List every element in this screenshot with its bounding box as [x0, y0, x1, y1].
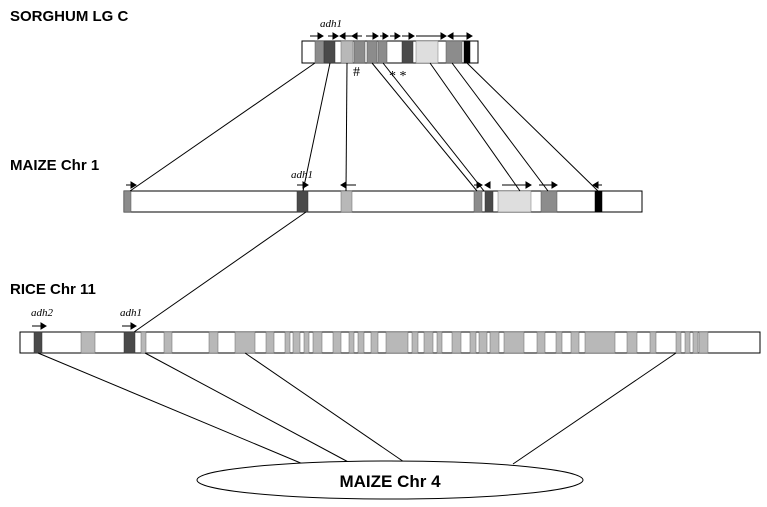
rice-block: [208, 331, 219, 354]
rice-block: [692, 331, 699, 354]
sorghum-chromosome: [301, 40, 479, 64]
sorghum-block: [366, 40, 378, 64]
rice-block: [80, 331, 96, 354]
rice-block: [469, 331, 477, 354]
rice-block: [423, 331, 434, 354]
sorghum-block: [401, 40, 414, 64]
rice-block: [555, 331, 563, 354]
rice-block: [536, 331, 546, 354]
rice-block: [312, 331, 323, 354]
maize-chr4-ellipse: [196, 460, 584, 500]
rice-block: [348, 331, 355, 354]
sorghum-block: [445, 40, 463, 64]
sorghum-block: [314, 40, 325, 64]
maize-chr1-adh1-block: [296, 190, 309, 213]
maize-chr1-chromosome: [123, 190, 643, 213]
sorghum-orientation-arrows: [310, 32, 473, 40]
maize-chr1-chromosome-body: [123, 190, 643, 213]
rice-adh2-block: [33, 331, 43, 354]
rice-block: [584, 331, 616, 354]
rice-block: [675, 331, 682, 354]
rice-maize4-connectors: [37, 352, 677, 465]
sorghum-adh1-gene-label: adh1: [320, 18, 342, 30]
rice-adh2-gene-label: adh2: [31, 307, 54, 319]
maize-rice-adh1-connector: [133, 211, 307, 333]
maize-chr1-block: [473, 190, 483, 213]
sorghum-block: [463, 40, 471, 64]
rice-chr11-label: RICE Chr 11: [10, 281, 96, 298]
rice-block: [698, 331, 709, 354]
maize-chr1-block: [594, 190, 603, 213]
rice-adh1-block: [123, 331, 136, 354]
rice-block: [436, 331, 443, 354]
rice-block: [370, 331, 379, 354]
rice-block: [503, 331, 525, 354]
maize-chr1-block: [497, 190, 532, 213]
sorghum-adh1-block: [323, 40, 336, 64]
rice-block: [411, 331, 419, 354]
asterisk-markers: * *: [389, 69, 407, 84]
rice-block: [357, 331, 365, 354]
rice-adh1-gene-label: adh1: [120, 307, 142, 319]
maize-chr1-label: MAIZE Chr 1: [10, 157, 99, 174]
rice-block: [292, 331, 301, 354]
rice-block: [234, 331, 256, 354]
sorghum-maize-connectors: [129, 62, 599, 192]
maize-chr4-label: MAIZE Chr 4: [339, 472, 441, 491]
maize-chr1-block: [484, 190, 494, 213]
rice-block: [163, 331, 173, 354]
rice-block: [332, 331, 342, 354]
maize-chr1-adh1-gene-label: adh1: [291, 169, 313, 181]
rice-block: [478, 331, 488, 354]
rice-block: [570, 331, 580, 354]
rice-block: [489, 331, 500, 354]
rice-block: [284, 331, 291, 354]
sorghum-block: [415, 40, 439, 64]
maize-chr1-block: [123, 190, 132, 213]
rice-chr11-chromosome: [19, 331, 761, 354]
sorghum-block: [340, 40, 354, 64]
sorghum-label: SORGHUM LG C: [10, 8, 128, 25]
rice-orientation-arrows: [32, 322, 137, 330]
rice-block: [451, 331, 462, 354]
maize-chr1-orientation-arrows: [126, 181, 602, 189]
maize-chr1-block: [340, 190, 353, 213]
rice-block: [684, 331, 691, 354]
rice-block: [649, 331, 657, 354]
rice-block: [385, 331, 409, 354]
rice-block: [140, 331, 147, 354]
sorghum-block: [377, 40, 388, 64]
rice-block: [303, 331, 310, 354]
hash-marker: #: [353, 65, 360, 80]
sorghum-block: [353, 40, 366, 64]
rice-block: [626, 331, 638, 354]
maize-chr1-block: [540, 190, 558, 213]
rice-block: [265, 331, 275, 354]
